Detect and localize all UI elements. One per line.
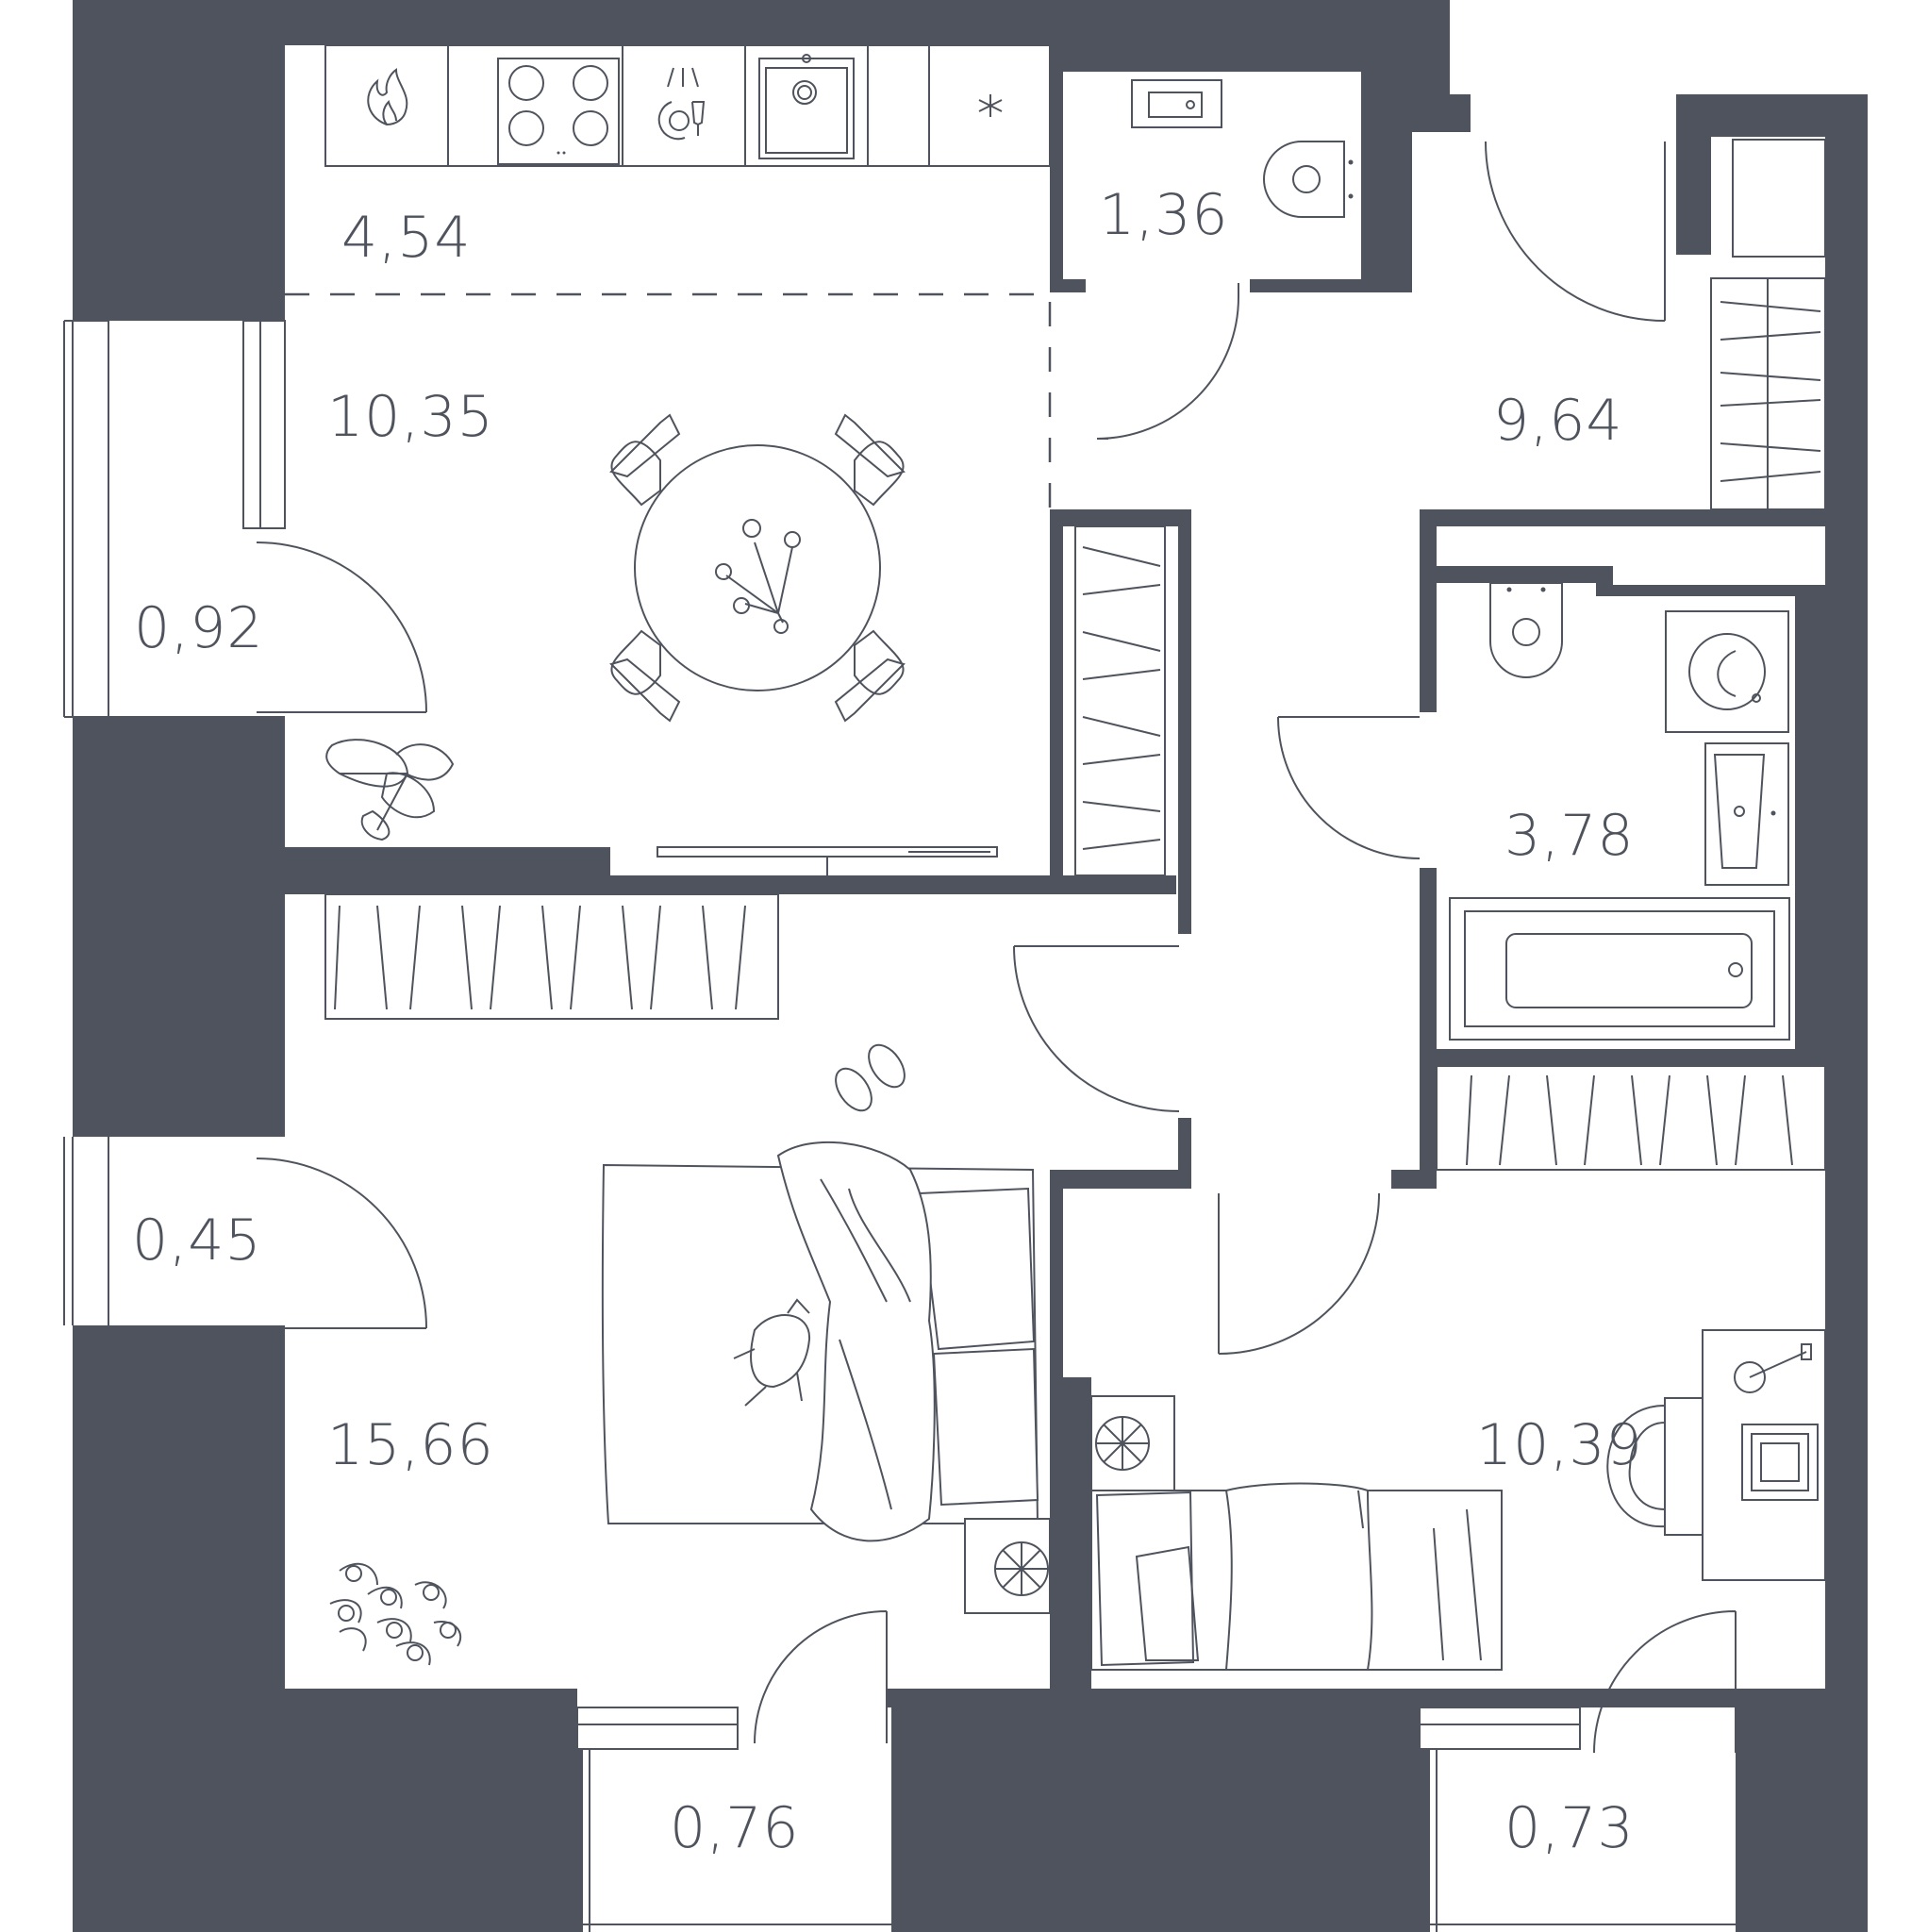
desk [1702, 1329, 1826, 1581]
chair [609, 413, 681, 507]
chair [834, 413, 906, 507]
snowflake-icon [978, 94, 1003, 117]
flame-icon [367, 68, 408, 126]
bathroom-wardrobe [1436, 1065, 1826, 1171]
bathroom-area-label: 3,78 [1504, 803, 1635, 869]
wc-area-label: 1,36 [1099, 182, 1229, 248]
laptop-icon [1741, 1424, 1819, 1501]
dining-area-label: 10,35 [327, 384, 494, 450]
doors [256, 141, 1737, 1754]
plant-icon [325, 739, 455, 841]
desk-chair [1606, 1397, 1704, 1536]
balcony-bottom-left-area-label: 0,76 [670, 1795, 800, 1861]
double-bed [601, 1141, 1039, 1542]
toilet-icon [1489, 582, 1563, 678]
loggia-mid-left-area-label: 0,45 [132, 1208, 262, 1274]
kitchen-sink-icon [758, 54, 855, 159]
chair [609, 629, 681, 723]
area-labels: 4,54 1,36 10,35 9,64 0,92 3,78 0,45 15,6… [132, 182, 1643, 1861]
bathroom-sink [1704, 742, 1789, 886]
kitchen-counter [324, 44, 1051, 167]
kitchen-area-label: 4,54 [341, 205, 472, 271]
tv-unit [657, 846, 998, 875]
bedside-table [1090, 1395, 1175, 1491]
single-bed [1090, 1482, 1503, 1671]
hall-wardrobe-right [1710, 277, 1826, 510]
windows [63, 139, 1826, 1932]
cooktop-icon [497, 58, 620, 165]
flower-vase-icon [715, 519, 801, 634]
loggia-top-left-area-label: 0,92 [134, 595, 264, 661]
balcony-bottom-right-area-label: 0,73 [1504, 1795, 1635, 1861]
dining-table [634, 444, 881, 691]
hall-area-label: 9,64 [1493, 388, 1623, 454]
bathtub-icon [1449, 897, 1790, 1041]
bedroom-wardrobe [324, 893, 779, 1020]
bedroom-area-label: 15,66 [327, 1412, 494, 1478]
desk-lamp-icon [1734, 1343, 1812, 1393]
kids-room-area-label: 10,39 [1476, 1412, 1643, 1478]
slippers-icon [835, 1043, 906, 1112]
bedside-table [964, 1518, 1051, 1614]
wc-sink [1131, 79, 1222, 128]
walls [73, 0, 1868, 1932]
toilet-icon [1263, 141, 1354, 218]
chair [834, 629, 906, 723]
cat-icon [733, 1298, 811, 1407]
dishwasher-icon [657, 67, 706, 141]
washing-machine-icon [1665, 610, 1789, 733]
hall-wardrobe-left [1074, 525, 1166, 876]
plant-icon [329, 1562, 462, 1666]
